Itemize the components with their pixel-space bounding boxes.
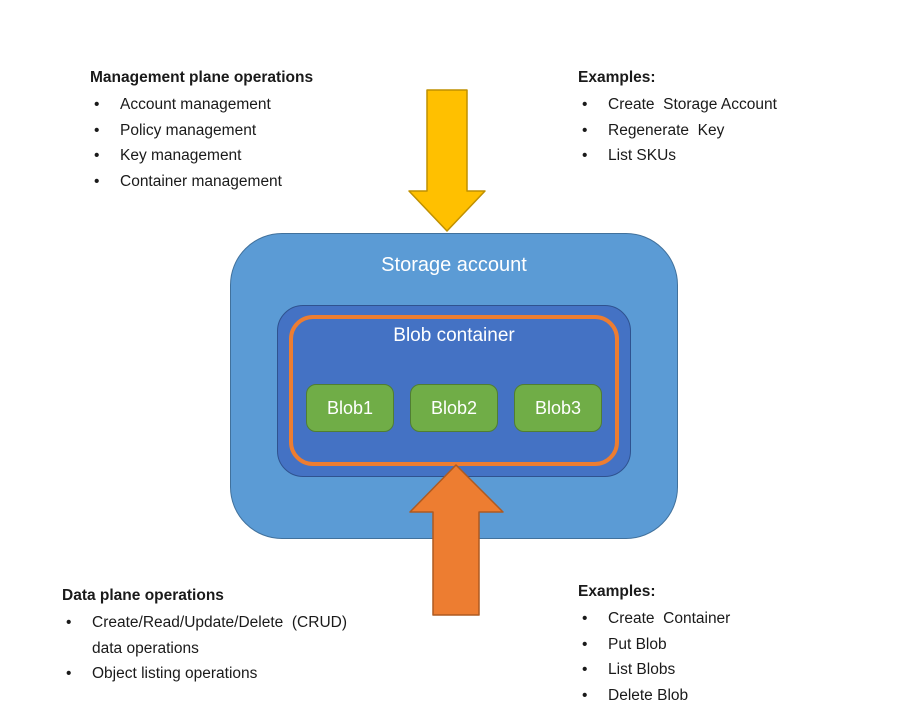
blob-container-label: Blob container (393, 325, 515, 346)
management-examples-block: Examples: Create Storage AccountRegenera… (578, 68, 777, 169)
management-examples-heading: Examples: (578, 69, 656, 86)
data-plane-example-item: List Blobs (578, 657, 730, 683)
management-plane-block: Management plane operations Account mana… (90, 68, 313, 194)
management-plane-heading: Management plane operations (90, 69, 314, 86)
data-plane-item: Create/Read/Update/Delete (CRUD) data op… (62, 610, 347, 661)
blob-row: Blob1 Blob2 Blob3 (293, 384, 615, 432)
data-plane-heading: Data plane operations (62, 587, 224, 604)
management-plane-down-arrow (408, 89, 486, 232)
data-plane-examples-block: Examples: Create ContainerPut BlobList B… (578, 582, 730, 708)
data-plane-examples-heading: Examples: (578, 583, 656, 600)
management-example-item: Regenerate Key (578, 118, 777, 144)
data-plane-item: Object listing operations (62, 661, 347, 687)
data-plane-examples-list: Create ContainerPut BlobList BlobsDelete… (578, 606, 730, 708)
data-plane-example-item: Put Blob (578, 632, 730, 658)
management-plane-item: Policy management (90, 118, 313, 144)
blob-box: Blob3 (514, 384, 602, 432)
data-plane-block: Data plane operations Create/Read/Update… (62, 586, 347, 687)
management-examples-list: Create Storage AccountRegenerate KeyList… (578, 92, 777, 169)
blob-box: Blob1 (306, 384, 394, 432)
management-example-item: Create Storage Account (578, 92, 777, 118)
management-plane-item: Key management (90, 143, 313, 169)
blob-box: Blob2 (410, 384, 498, 432)
blob-container-outer-box: Blob container Blob1 Blob2 Blob3 (277, 305, 631, 477)
data-plane-example-item: Create Container (578, 606, 730, 632)
management-plane-item: Container management (90, 169, 313, 195)
management-example-item: List SKUs (578, 143, 777, 169)
management-plane-item: Account management (90, 92, 313, 118)
data-plane-example-item: Delete Blob (578, 683, 730, 709)
data-plane-list: Create/Read/Update/Delete (CRUD) data op… (62, 610, 347, 687)
blob-container-box: Blob container Blob1 Blob2 Blob3 (289, 315, 619, 466)
management-plane-list: Account managementPolicy managementKey m… (90, 92, 313, 194)
storage-account-label: Storage account (381, 254, 527, 276)
